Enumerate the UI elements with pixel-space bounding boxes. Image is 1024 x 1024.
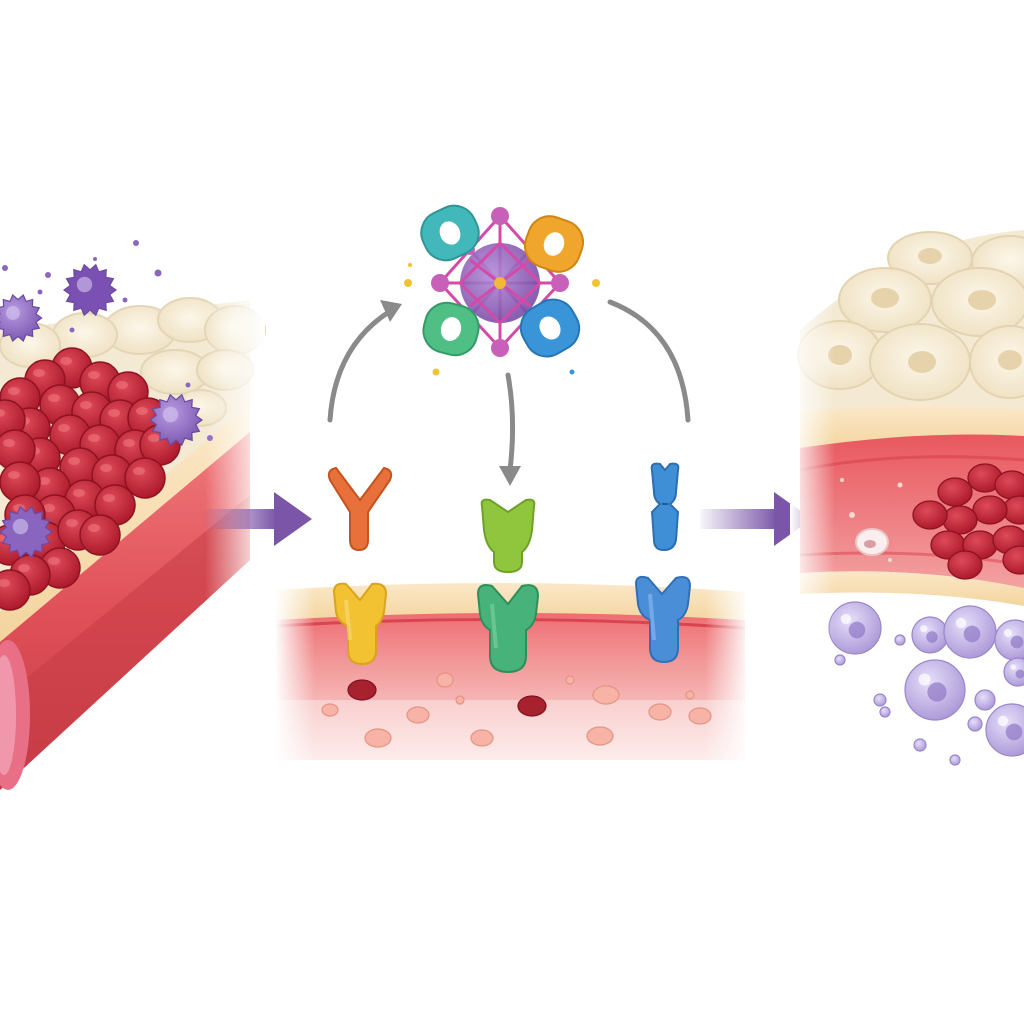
white-cell — [855, 528, 889, 556]
immune-cell — [967, 716, 983, 732]
middle-panel — [274, 204, 750, 770]
immune-cell — [873, 693, 887, 707]
red-blood-cell — [1002, 545, 1024, 575]
curved-arrow-icon — [327, 300, 402, 423]
left-panel-vessel — [0, 240, 266, 790]
red-blood-cell — [994, 470, 1024, 500]
immune-cell — [879, 706, 891, 718]
blood-particle — [406, 706, 430, 724]
immune-cell — [913, 738, 927, 752]
blood-particle — [648, 703, 672, 721]
immune-cell — [894, 634, 906, 646]
arc-icon — [607, 299, 691, 423]
blood-particle — [586, 726, 614, 746]
immune-cell — [904, 659, 966, 721]
red-blood-cell — [942, 505, 978, 535]
blood-particle — [364, 728, 392, 748]
vessel-particles-right — [840, 478, 903, 562]
immune-cell — [985, 703, 1024, 757]
immune-cell — [148, 393, 204, 447]
immune-cell — [974, 689, 996, 711]
red-blood-cell — [947, 550, 983, 580]
blood-particle — [592, 685, 620, 705]
blood-particle — [565, 675, 575, 685]
blood-particle — [688, 707, 712, 725]
receptor-blue — [634, 575, 692, 664]
immune-cell — [949, 754, 961, 766]
red-blood-cell — [124, 457, 166, 499]
immune-cells-left — [0, 263, 204, 559]
immune-bubbles-right — [828, 601, 1024, 766]
immune-cell — [994, 619, 1024, 661]
vessel-wall-shadow — [0, 495, 250, 790]
red-blood-cell — [972, 495, 1008, 525]
immune-cell — [943, 605, 997, 659]
immune-cell — [0, 505, 54, 559]
cell-membrane — [274, 580, 750, 770]
immune-cell — [0, 294, 43, 342]
molecule-complex — [404, 204, 600, 376]
ring-green — [422, 301, 480, 357]
red-blood-cell — [937, 477, 973, 507]
antibody-green — [480, 498, 536, 574]
immune-cell — [1003, 657, 1024, 687]
immune-cell — [62, 263, 118, 317]
ring-blue — [519, 298, 581, 358]
ring-orange — [523, 215, 585, 273]
antibody-orange — [327, 466, 393, 552]
red-blood-cell — [79, 514, 121, 556]
immune-cell — [828, 601, 882, 655]
blood-particle — [470, 729, 494, 747]
membrane-particles — [321, 672, 712, 748]
red-blood-cell — [912, 500, 948, 530]
receptor-yellow — [332, 582, 388, 666]
antibody-blue — [650, 462, 680, 552]
blood-particle — [436, 672, 454, 688]
blood-particle — [347, 679, 377, 701]
ring-teal — [420, 204, 480, 262]
blood-particle — [455, 695, 465, 705]
rbc-cluster-right — [912, 463, 1024, 580]
receptor-green — [476, 584, 540, 674]
arrow-down-icon — [499, 372, 521, 486]
right-panel-vessel — [790, 220, 1024, 780]
arrow-right-icon — [205, 492, 312, 546]
blood-particle — [685, 690, 695, 700]
blood-particle — [517, 695, 547, 717]
blood-particle — [321, 703, 339, 717]
immune-cell — [911, 616, 949, 654]
immune-cell — [834, 654, 846, 666]
